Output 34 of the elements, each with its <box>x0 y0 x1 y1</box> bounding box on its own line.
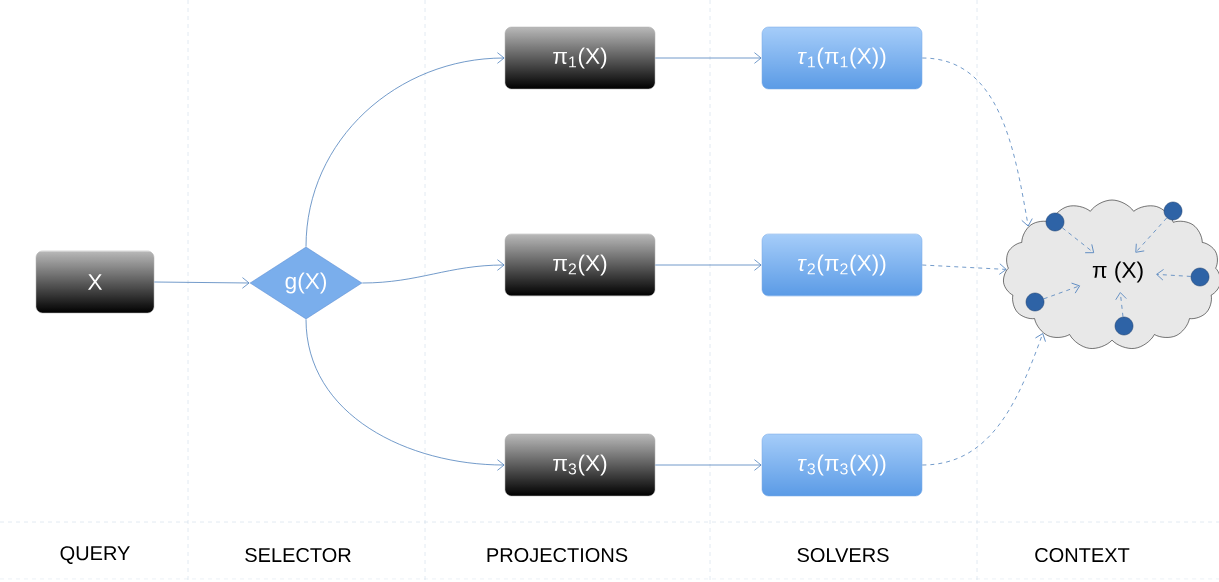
process-box: X <box>35 250 155 314</box>
dashed-arrow <box>1156 269 1192 281</box>
column-header: QUERY <box>60 546 130 564</box>
arrow <box>305 318 505 471</box>
column-header: SOLVERS <box>797 547 889 563</box>
process-box: π$_{2}$(X) <box>504 233 656 297</box>
dot <box>1025 292 1045 312</box>
context-label: π (X) <box>1092 261 1143 283</box>
dashed-arrow <box>1115 292 1127 318</box>
dot <box>1163 201 1183 221</box>
process-box: π$_{1}$(X) <box>504 26 656 90</box>
arrow <box>153 277 250 289</box>
arrow <box>654 459 762 471</box>
dashed-arrow <box>921 263 1007 275</box>
solver-box: τ$_{2}$(π$_{2}$(X)) <box>761 233 923 297</box>
arrow <box>305 52 505 248</box>
dashed-arrow <box>921 57 1033 227</box>
column-header: CONTEXT <box>1035 547 1130 563</box>
dot <box>1114 316 1134 336</box>
solver-box: τ$_{1}$(π$_{1}$(X)) <box>761 26 923 90</box>
context-cloud <box>1003 199 1219 349</box>
arrow <box>361 259 505 284</box>
arrow <box>654 52 762 64</box>
solver-box: τ$_{3}$(π$_{3}$(X)) <box>761 433 923 497</box>
dashed-arrow <box>921 333 1046 466</box>
dashed-arrow <box>1135 217 1168 253</box>
dot <box>1045 212 1065 232</box>
dot <box>1190 267 1210 287</box>
arrow <box>654 259 762 271</box>
dashed-arrow <box>1061 227 1095 254</box>
process-box: π$_{3}$(X) <box>504 433 656 497</box>
dashed-arrow <box>1043 282 1081 300</box>
column-header: PROJECTIONS <box>487 547 628 563</box>
column-header: SELECTOR <box>245 547 351 563</box>
